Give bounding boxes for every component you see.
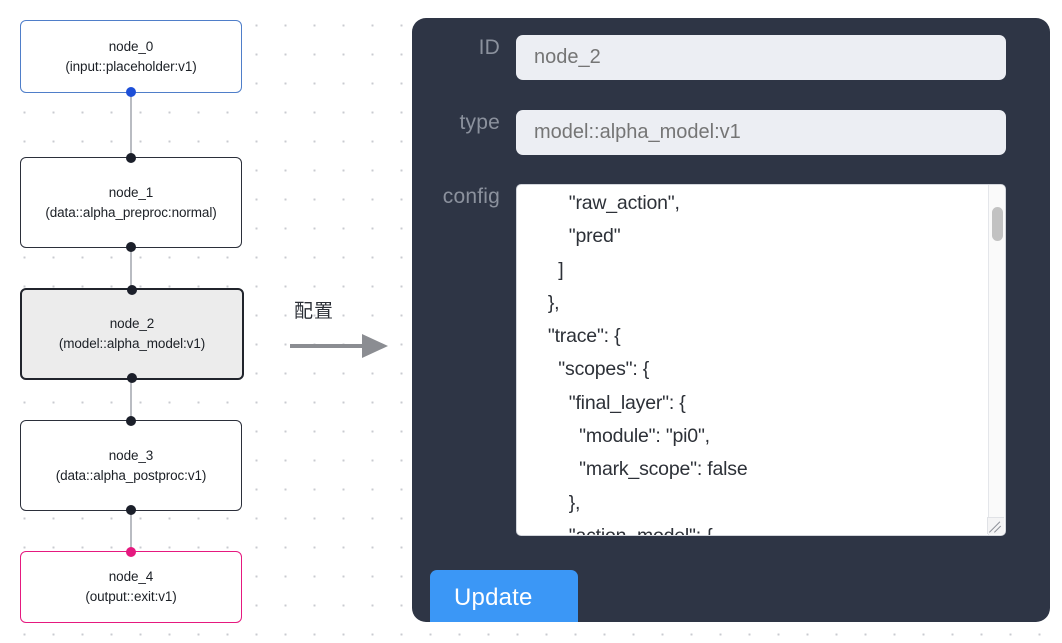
node-handle-source[interactable] bbox=[126, 87, 136, 97]
node-inspector-panel: ID type config "raw_action", "pred" ] },… bbox=[412, 18, 1050, 622]
resize-handle-icon[interactable] bbox=[987, 517, 1004, 534]
graph-node-node_4[interactable]: node_4(output::exit:v1) bbox=[20, 547, 242, 623]
field-row-type: type bbox=[412, 110, 1006, 155]
node-handle-source[interactable] bbox=[126, 505, 136, 515]
transition-annotation: 配置 bbox=[288, 296, 392, 360]
node-handle-target[interactable] bbox=[126, 547, 136, 557]
id-field-label: ID bbox=[478, 36, 500, 59]
config-textarea[interactable]: "raw_action", "pred" ] }, "trace": { "sc… bbox=[547, 192, 748, 535]
graph-node-node_1[interactable]: node_1(data::alpha_preproc:normal) bbox=[20, 153, 242, 252]
graph-node-node_3[interactable]: node_3(data::alpha_postproc:v1) bbox=[20, 416, 242, 515]
graph-node-node_0[interactable]: node_0(input::placeholder:v1) bbox=[20, 20, 242, 97]
node-subtitle: (model::alpha_model:v1) bbox=[58, 336, 206, 351]
graph-node-node_2[interactable]: node_2(model::alpha_model:v1) bbox=[20, 285, 244, 383]
node-title: node_2 bbox=[109, 316, 155, 331]
graph-edge[interactable] bbox=[130, 93, 132, 157]
node-handle-source[interactable] bbox=[126, 242, 136, 252]
graph-edge[interactable] bbox=[130, 511, 132, 551]
node-handle-target[interactable] bbox=[127, 285, 137, 295]
node-graph[interactable]: node_0(input::placeholder:v1)node_1(data… bbox=[0, 0, 396, 643]
graph-edge[interactable] bbox=[130, 380, 132, 420]
config-field-label: config bbox=[442, 185, 500, 208]
field-row-id: ID bbox=[412, 35, 1006, 80]
config-scrollbar-thumb[interactable] bbox=[992, 207, 1003, 241]
transition-label: 配置 bbox=[294, 300, 335, 322]
node-subtitle: (data::alpha_preproc:normal) bbox=[45, 204, 217, 220]
node-handle-source[interactable] bbox=[127, 373, 137, 383]
config-textarea-wrapper[interactable]: "raw_action", "pred" ] }, "trace": { "sc… bbox=[516, 184, 1006, 536]
node-subtitle: (input::placeholder:v1) bbox=[65, 58, 197, 74]
id-input[interactable] bbox=[516, 35, 1006, 80]
arrow-right-icon bbox=[290, 334, 388, 358]
node-subtitle: (output::exit:v1) bbox=[85, 589, 177, 604]
node-title: node_1 bbox=[108, 184, 154, 200]
graph-edge[interactable] bbox=[130, 248, 132, 288]
config-scrollbar[interactable] bbox=[988, 185, 1005, 535]
update-button[interactable]: Update bbox=[430, 570, 578, 622]
node-title: node_3 bbox=[108, 447, 154, 463]
node-title: node_4 bbox=[108, 569, 154, 584]
type-field-label: type bbox=[459, 111, 500, 134]
node-handle-target[interactable] bbox=[126, 416, 136, 426]
node-subtitle: (data::alpha_postproc:v1) bbox=[55, 467, 207, 483]
node-title: node_0 bbox=[108, 38, 154, 54]
field-row-config: config "raw_action", "pred" ] }, "trace"… bbox=[412, 184, 1006, 536]
node-handle-target[interactable] bbox=[126, 153, 136, 163]
type-input[interactable] bbox=[516, 110, 1006, 155]
